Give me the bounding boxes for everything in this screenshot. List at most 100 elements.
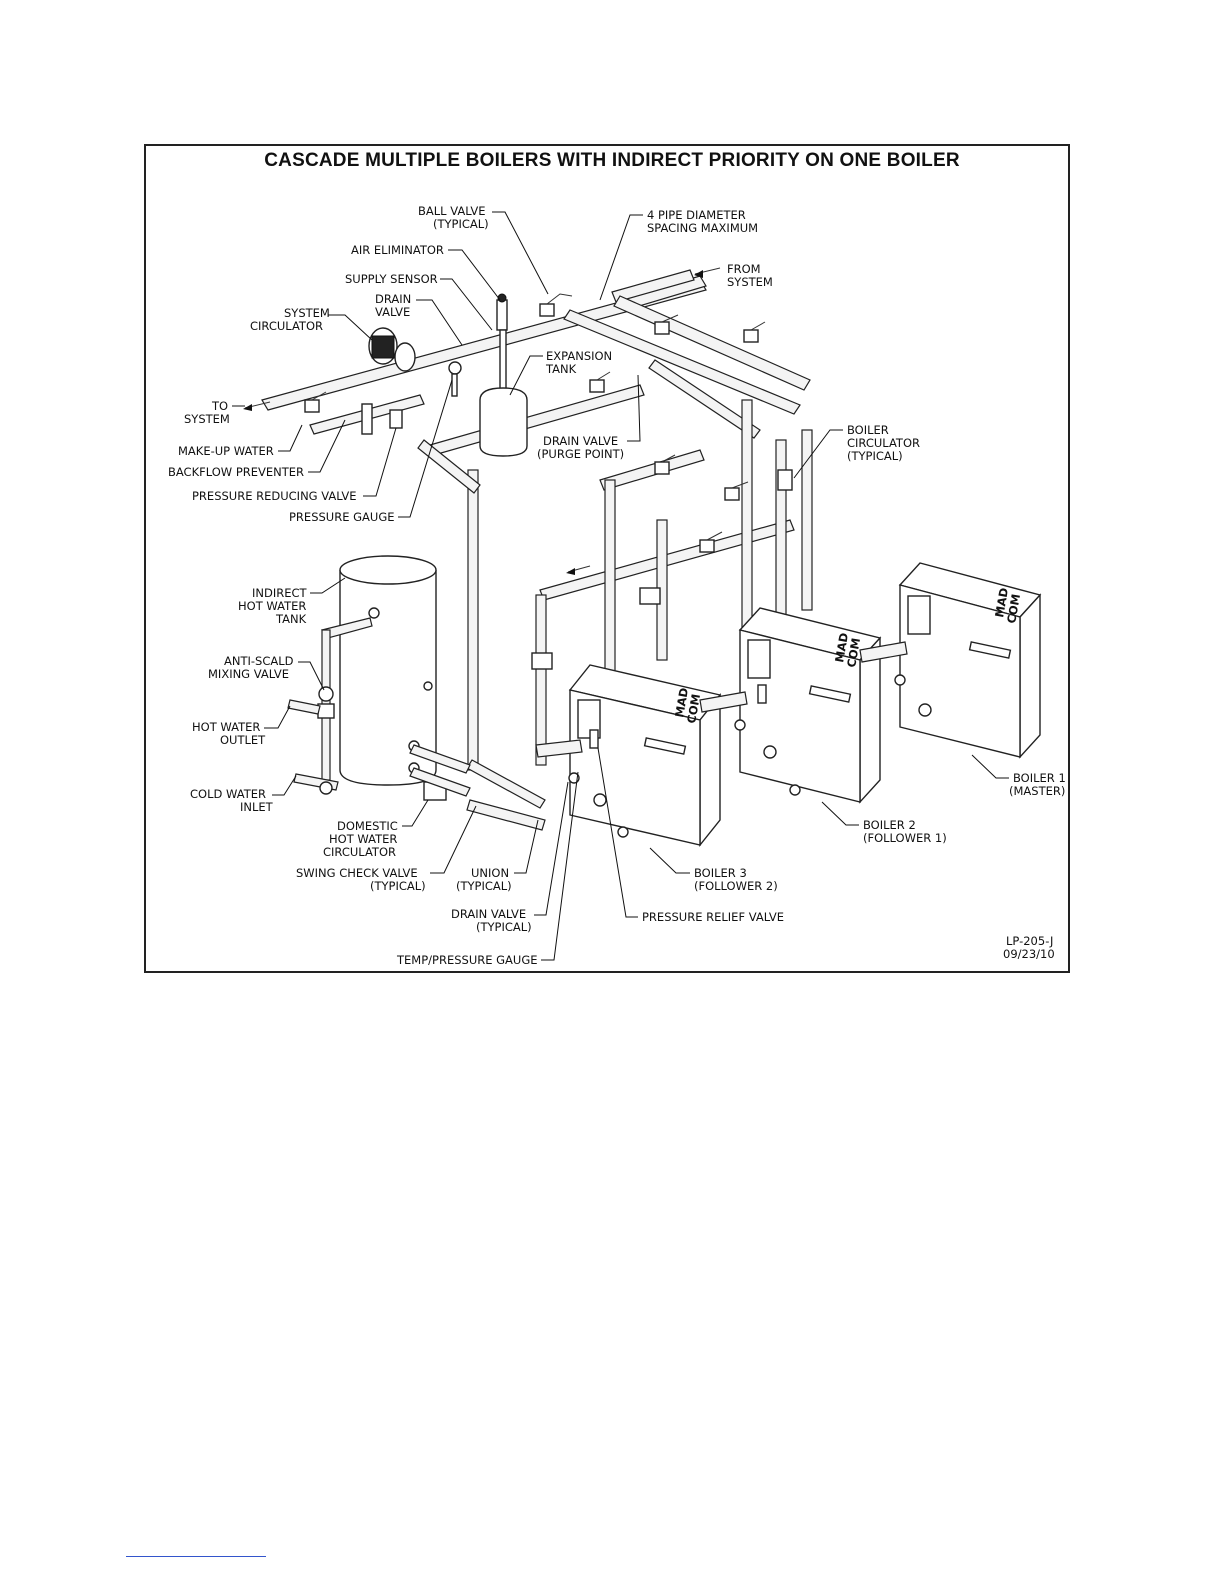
drawing-date: 09/23/10 [1003,947,1055,961]
boiler-2: MAD COM [738,607,882,804]
boiler-circulator-label-3: (TYPICAL) [847,449,903,463]
label-boiler-circulator: BOILER CIRCULATOR (TYPICAL) [793,423,920,479]
expansion-tank [479,329,528,457]
swing-check-label-2: (TYPICAL) [370,879,426,893]
indirect-tank-label-3: TANK [275,612,307,626]
boiler-circulator-label-1: BOILER [847,423,889,437]
domestic-circulator-label-3: CIRCULATOR [323,845,396,859]
boiler2-label-1: BOILER 2 [863,818,916,832]
system-circulator [368,327,416,372]
label-make-up-water: MAKE-UP WATER [178,424,303,458]
boiler-2-brand-top: MAD [832,632,851,664]
label-anti-scald: ANTI-SCALD MIXING VALVE [208,654,325,691]
boiler-manifold-pipes [417,295,813,831]
swing-check-label-1: SWING CHECK VALVE [296,866,418,880]
drain-valve-purge-label-1: DRAIN VALVE [543,434,618,448]
from-system-label-1: FROM [727,262,761,276]
indirect-hot-water-tank [287,555,471,797]
system-circulator-label-2: CIRCULATOR [250,319,323,333]
diagram-frame [144,144,1070,973]
temp-pressure-gauge-label: TEMP/PRESSURE GAUGE [396,953,538,967]
to-system-label-2: SYSTEM [184,412,230,426]
indirect-tank-label-1: INDIRECT [252,586,308,600]
ball-valve-label-1: BALL VALVE [418,204,486,218]
supply-sensor-label: SUPPLY SENSOR [345,272,438,286]
boiler-connection-piping [535,641,908,784]
boiler-3-brand-bottom: COM [684,693,703,725]
pressure-gauge-label: PRESSURE GAUGE [289,510,395,524]
drain-valve-top-label-1: DRAIN [375,292,411,306]
label-pressure-relief-valve: PRESSURE RELIEF VALVE [597,747,784,924]
label-to-system: TO SYSTEM [184,399,245,426]
flow-arrows [243,267,721,575]
drain-valve-purge-label-2: (PURGE POINT) [537,447,624,461]
boiler-3: MAD COM [568,664,722,847]
boiler1-label-1: BOILER 1 [1013,771,1066,785]
label-hot-water-outlet: HOT WATER OUTLET [192,705,291,747]
drawing-number: LP-205-J [1006,934,1053,948]
pipe-spacing-label-2: SPACING MAXIMUM [647,221,758,235]
label-indirect-tank: INDIRECT HOT WATER TANK [238,577,346,626]
backflow-preventer-label: BACKFLOW PREVENTER [168,465,304,479]
ball-valve-label-2: (TYPICAL) [433,217,489,231]
make-up-water-assembly [309,361,462,435]
drain-valve-top-label-2: VALVE [375,305,410,319]
label-boiler3: BOILER 3 (FOLLOWER 2) [649,847,778,893]
label-pressure-reducing-valve: PRESSURE REDUCING VALVE [192,427,397,503]
boiler-1: MAD COM [898,562,1042,759]
label-domestic-circulator: DOMESTIC HOT WATER CIRCULATOR [323,799,429,859]
cold-water-inlet-label-2: INLET [240,800,274,814]
indirect-tank-label-2: HOT WATER [238,599,306,613]
expansion-tank-label-1: EXPANSION [546,349,612,363]
label-boiler2: BOILER 2 (FOLLOWER 1) [821,801,947,845]
diagram-title: CASCADE MULTIPLE BOILERS WITH INDIRECT P… [264,150,960,171]
pressure-reducing-valve-label: PRESSURE REDUCING VALVE [192,489,357,503]
air-eliminator [496,293,508,331]
label-drain-valve-purge: DRAIN VALVE (PURGE POINT) [537,374,641,461]
label-drain-valve-top: DRAIN VALVE [375,292,463,346]
label-expansion-tank: EXPANSION TANK [509,349,612,396]
make-up-water-label: MAKE-UP WATER [178,444,274,458]
boiler1-label-2: (MASTER) [1009,784,1065,798]
label-drain-valve-typical: DRAIN VALVE (TYPICAL) [451,781,569,934]
system-circulator-label-1: SYSTEM [284,306,330,320]
boiler3-label-1: BOILER 3 [694,866,747,880]
label-air-eliminator: AIR ELIMINATOR [351,243,501,301]
ball-valves [304,293,766,553]
boiler-3-brand-top: MAD [672,687,691,719]
hot-water-outlet-label-2: OUTLET [220,733,266,747]
footnote-separator [126,1556,266,1557]
drawing-id: LP-205-J 09/23/10 [1003,934,1055,961]
union-label-1: UNION [471,866,509,880]
to-system-label-1: TO [211,399,228,413]
label-ball-valve: BALL VALVE (TYPICAL) [418,204,549,295]
boiler-1-brand-bottom: COM [1004,593,1023,625]
pressure-relief-valve-label: PRESSURE RELIEF VALVE [642,910,784,924]
label-swing-check: SWING CHECK VALVE (TYPICAL) [296,805,477,893]
label-supply-sensor: SUPPLY SENSOR [345,272,493,331]
label-from-system: FROM SYSTEM [727,262,773,289]
system-supply-header [261,269,707,411]
anti-scald-label-2: MIXING VALVE [208,667,289,681]
boiler3-label-2: (FOLLOWER 2) [694,879,778,893]
air-eliminator-label: AIR ELIMINATOR [351,243,444,257]
union-label-2: (TYPICAL) [456,879,512,893]
label-boiler1: BOILER 1 (MASTER) [971,754,1066,798]
cold-water-inlet-label-1: COLD WATER [190,787,266,801]
boiler2-label-2: (FOLLOWER 1) [863,831,947,845]
hot-water-outlet-label-1: HOT WATER [192,720,260,734]
label-temp-pressure-gauge: TEMP/PRESSURE GAUGE [396,771,579,967]
pipe-spacing-label-1: 4 PIPE DIAMETER [647,208,746,222]
label-pressure-gauge: PRESSURE GAUGE [289,379,453,524]
label-backflow-preventer: BACKFLOW PREVENTER [168,419,346,479]
drain-valve-typical-label-1: DRAIN VALVE [451,907,526,921]
boiler-circulator-label-2: CIRCULATOR [847,436,920,450]
piping-diagram: MAD COM MAD COM MAD COM BALL VALVE ( [168,204,1066,967]
domestic-circulator-label-1: DOMESTIC [337,819,398,833]
expansion-tank-label-2: TANK [545,362,577,376]
label-cold-water-inlet: COLD WATER INLET [190,775,297,814]
from-system-label-2: SYSTEM [727,275,773,289]
boiler-2-brand-bottom: COM [844,637,863,669]
drain-valve-typical-label-2: (TYPICAL) [476,920,532,934]
domestic-circulator-label-2: HOT WATER [329,832,397,846]
